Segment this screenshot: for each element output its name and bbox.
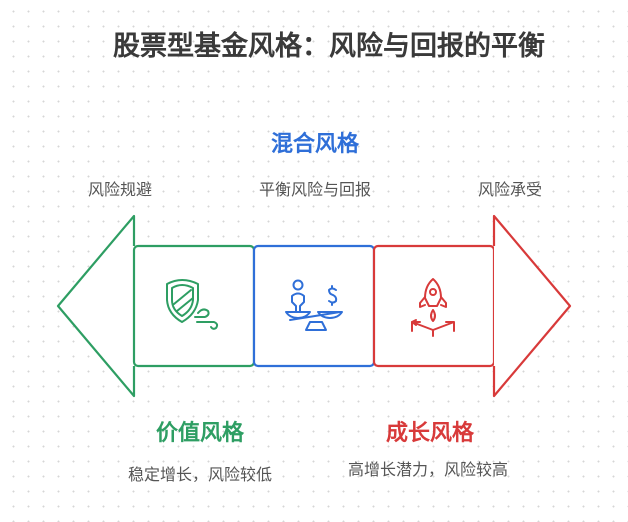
risk-averse-label: 风险规避 bbox=[87, 180, 152, 199]
value-style-heading: 价值风格 bbox=[155, 421, 244, 446]
blend-style-heading: 混合风格 bbox=[270, 132, 359, 157]
risk-tolerant-label: 风险承受 bbox=[477, 180, 542, 199]
growth-arrow bbox=[372, 214, 572, 398]
balance-label: 平衡风险与回报 bbox=[258, 180, 371, 199]
value-style-description: 稳定增长，风险较低 bbox=[127, 465, 272, 484]
blend-box bbox=[252, 244, 376, 368]
page-title: 股票型基金风格：风险与回报的平衡 bbox=[113, 31, 545, 62]
growth-style-heading: 成长风格 bbox=[385, 421, 474, 446]
balance-scale-icon bbox=[285, 279, 343, 331]
value-arrow bbox=[56, 214, 256, 398]
growth-style-description: 高增长潜力，风险较高 bbox=[347, 460, 508, 479]
rocket-launch-icon bbox=[411, 278, 455, 337]
shield-wind-icon bbox=[166, 279, 219, 330]
